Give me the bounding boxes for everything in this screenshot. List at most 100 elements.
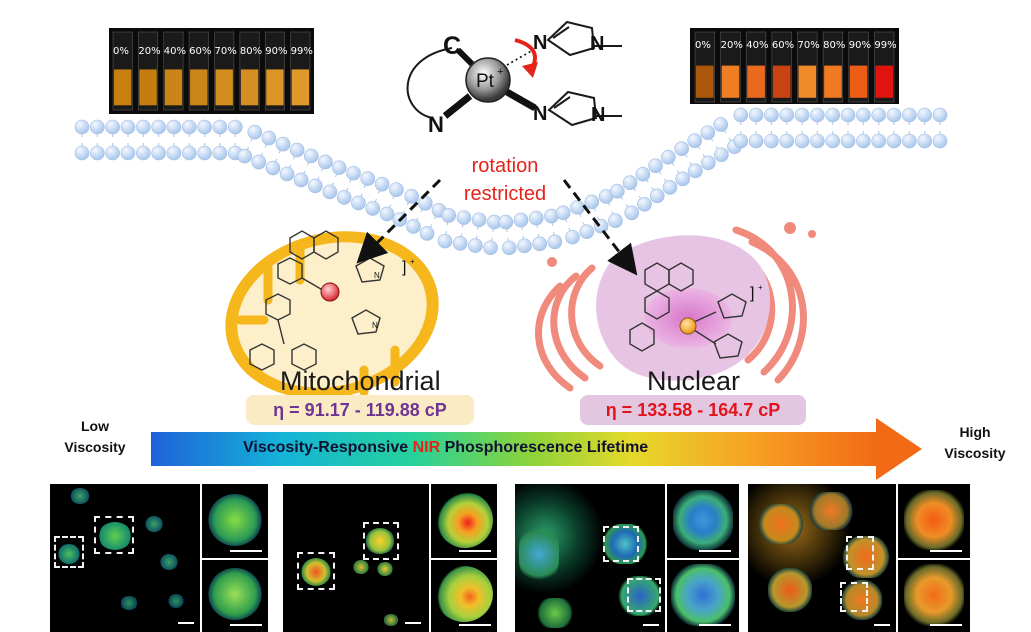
vial-liquid [696,65,714,98]
lipid-head [917,133,932,149]
roi-box [94,516,134,554]
svg-text:N: N [374,271,380,280]
lipid-head [237,148,252,164]
roi-box [627,578,661,612]
lipid-head [701,155,716,171]
lipid-head [661,149,676,165]
lipid-head [136,145,151,161]
scale-bar [459,624,491,626]
vial-liquid [721,65,740,98]
lipid-head [441,208,457,223]
micrograph-zoom-3b [667,560,739,632]
lipid-head [74,145,90,161]
eta-mitochondrial: η = 91.17 - 119.88 cP [246,395,474,425]
lipid-head [713,117,729,132]
vial-liquid [875,65,893,98]
arrow-to-nucleus [562,179,638,276]
micrograph-zoom-2b [431,560,497,632]
lipid-head [856,107,871,123]
pt-label: Pt [476,71,495,92]
caption-part-2: Phosphorescence Lifetime [440,439,649,456]
lipid-head [379,206,395,222]
low-viscosity-label: Low Viscosity [40,416,150,458]
vial-liquid [772,65,791,98]
lipid-head [608,213,623,228]
vial-liquid [240,69,259,106]
vial-liquid [798,65,817,98]
cell-membrane [74,107,948,256]
vial-liquid [164,69,183,106]
roi-box [840,582,868,612]
vial-liquid [139,69,157,106]
lipid-head [166,145,182,161]
roi-box [54,536,84,568]
lipid-head [856,133,871,149]
lipid-head [570,200,585,215]
lipid-head [902,107,917,123]
lipid-head [419,226,435,241]
lipid-head [902,133,917,149]
lipid-head [687,163,703,179]
lipid-head [840,107,856,123]
lipid-head [452,236,468,251]
lipid-head [322,184,338,200]
lipid-head [437,233,453,249]
mitochondrial-label: Mitochondrial [280,366,441,396]
lipid-head [779,133,795,149]
rotation-line-1: rotation [471,155,539,177]
nucleus: ] + [535,222,816,392]
svg-text:+: + [758,283,763,292]
lipid-head [794,107,810,123]
lipid-head [105,145,120,161]
lipid-head [610,183,625,199]
lipid-head [810,133,825,149]
vial-percent-label: 90% [265,46,288,57]
lipid-head [303,148,319,164]
vial-percent-label: 90% [848,40,871,51]
vial-liquid [291,69,309,106]
lipid-head [151,145,166,161]
viscosity-arrow-caption: Viscosity-Responsive NIR Phosphorescence… [243,439,648,457]
micrograph-main-1 [50,484,200,632]
lipid-head [251,154,267,170]
mitochondrion: N N ] + [225,230,439,399]
lipid-head [151,119,166,135]
lipid-head [622,175,638,190]
lipid-head [227,119,243,135]
pt-complex-structure [406,20,622,127]
lipid-head [579,224,595,239]
lipid-head [700,125,716,140]
lipid-head [197,119,212,135]
lipid-head [624,205,640,221]
lipid-head [374,176,390,192]
lipid-head [74,119,90,135]
lipid-head [547,234,563,250]
vial-percent-label: 80% [239,46,263,57]
lipid-head [247,124,263,140]
caption-part-1: Viscosity-Responsive [243,439,413,456]
lipid-head [483,240,498,256]
vial-liquid [266,69,284,106]
lipid-head [871,107,886,123]
vial-percent-label: 40% [746,40,769,51]
vial-percent-label: 40% [163,46,186,57]
lipid-head [318,154,333,170]
lipid-head [212,119,228,135]
lipid-head [307,178,323,194]
micrograph-main-3 [515,484,665,632]
lipid-head [871,133,886,149]
lipid-head [166,119,182,135]
lipid-head [468,238,483,253]
vial-liquid [114,69,132,106]
lipid-head [197,145,212,161]
lipid-head [528,210,544,226]
lipid-head [555,205,571,221]
vial-liquid [190,69,208,106]
lipid-head [779,107,795,123]
lipid-head [136,119,151,135]
scale-bar [874,624,890,626]
lipid-head [733,133,749,149]
imidazole-n-bottom-methyl: N [591,104,605,126]
svg-text:N: N [372,321,378,330]
